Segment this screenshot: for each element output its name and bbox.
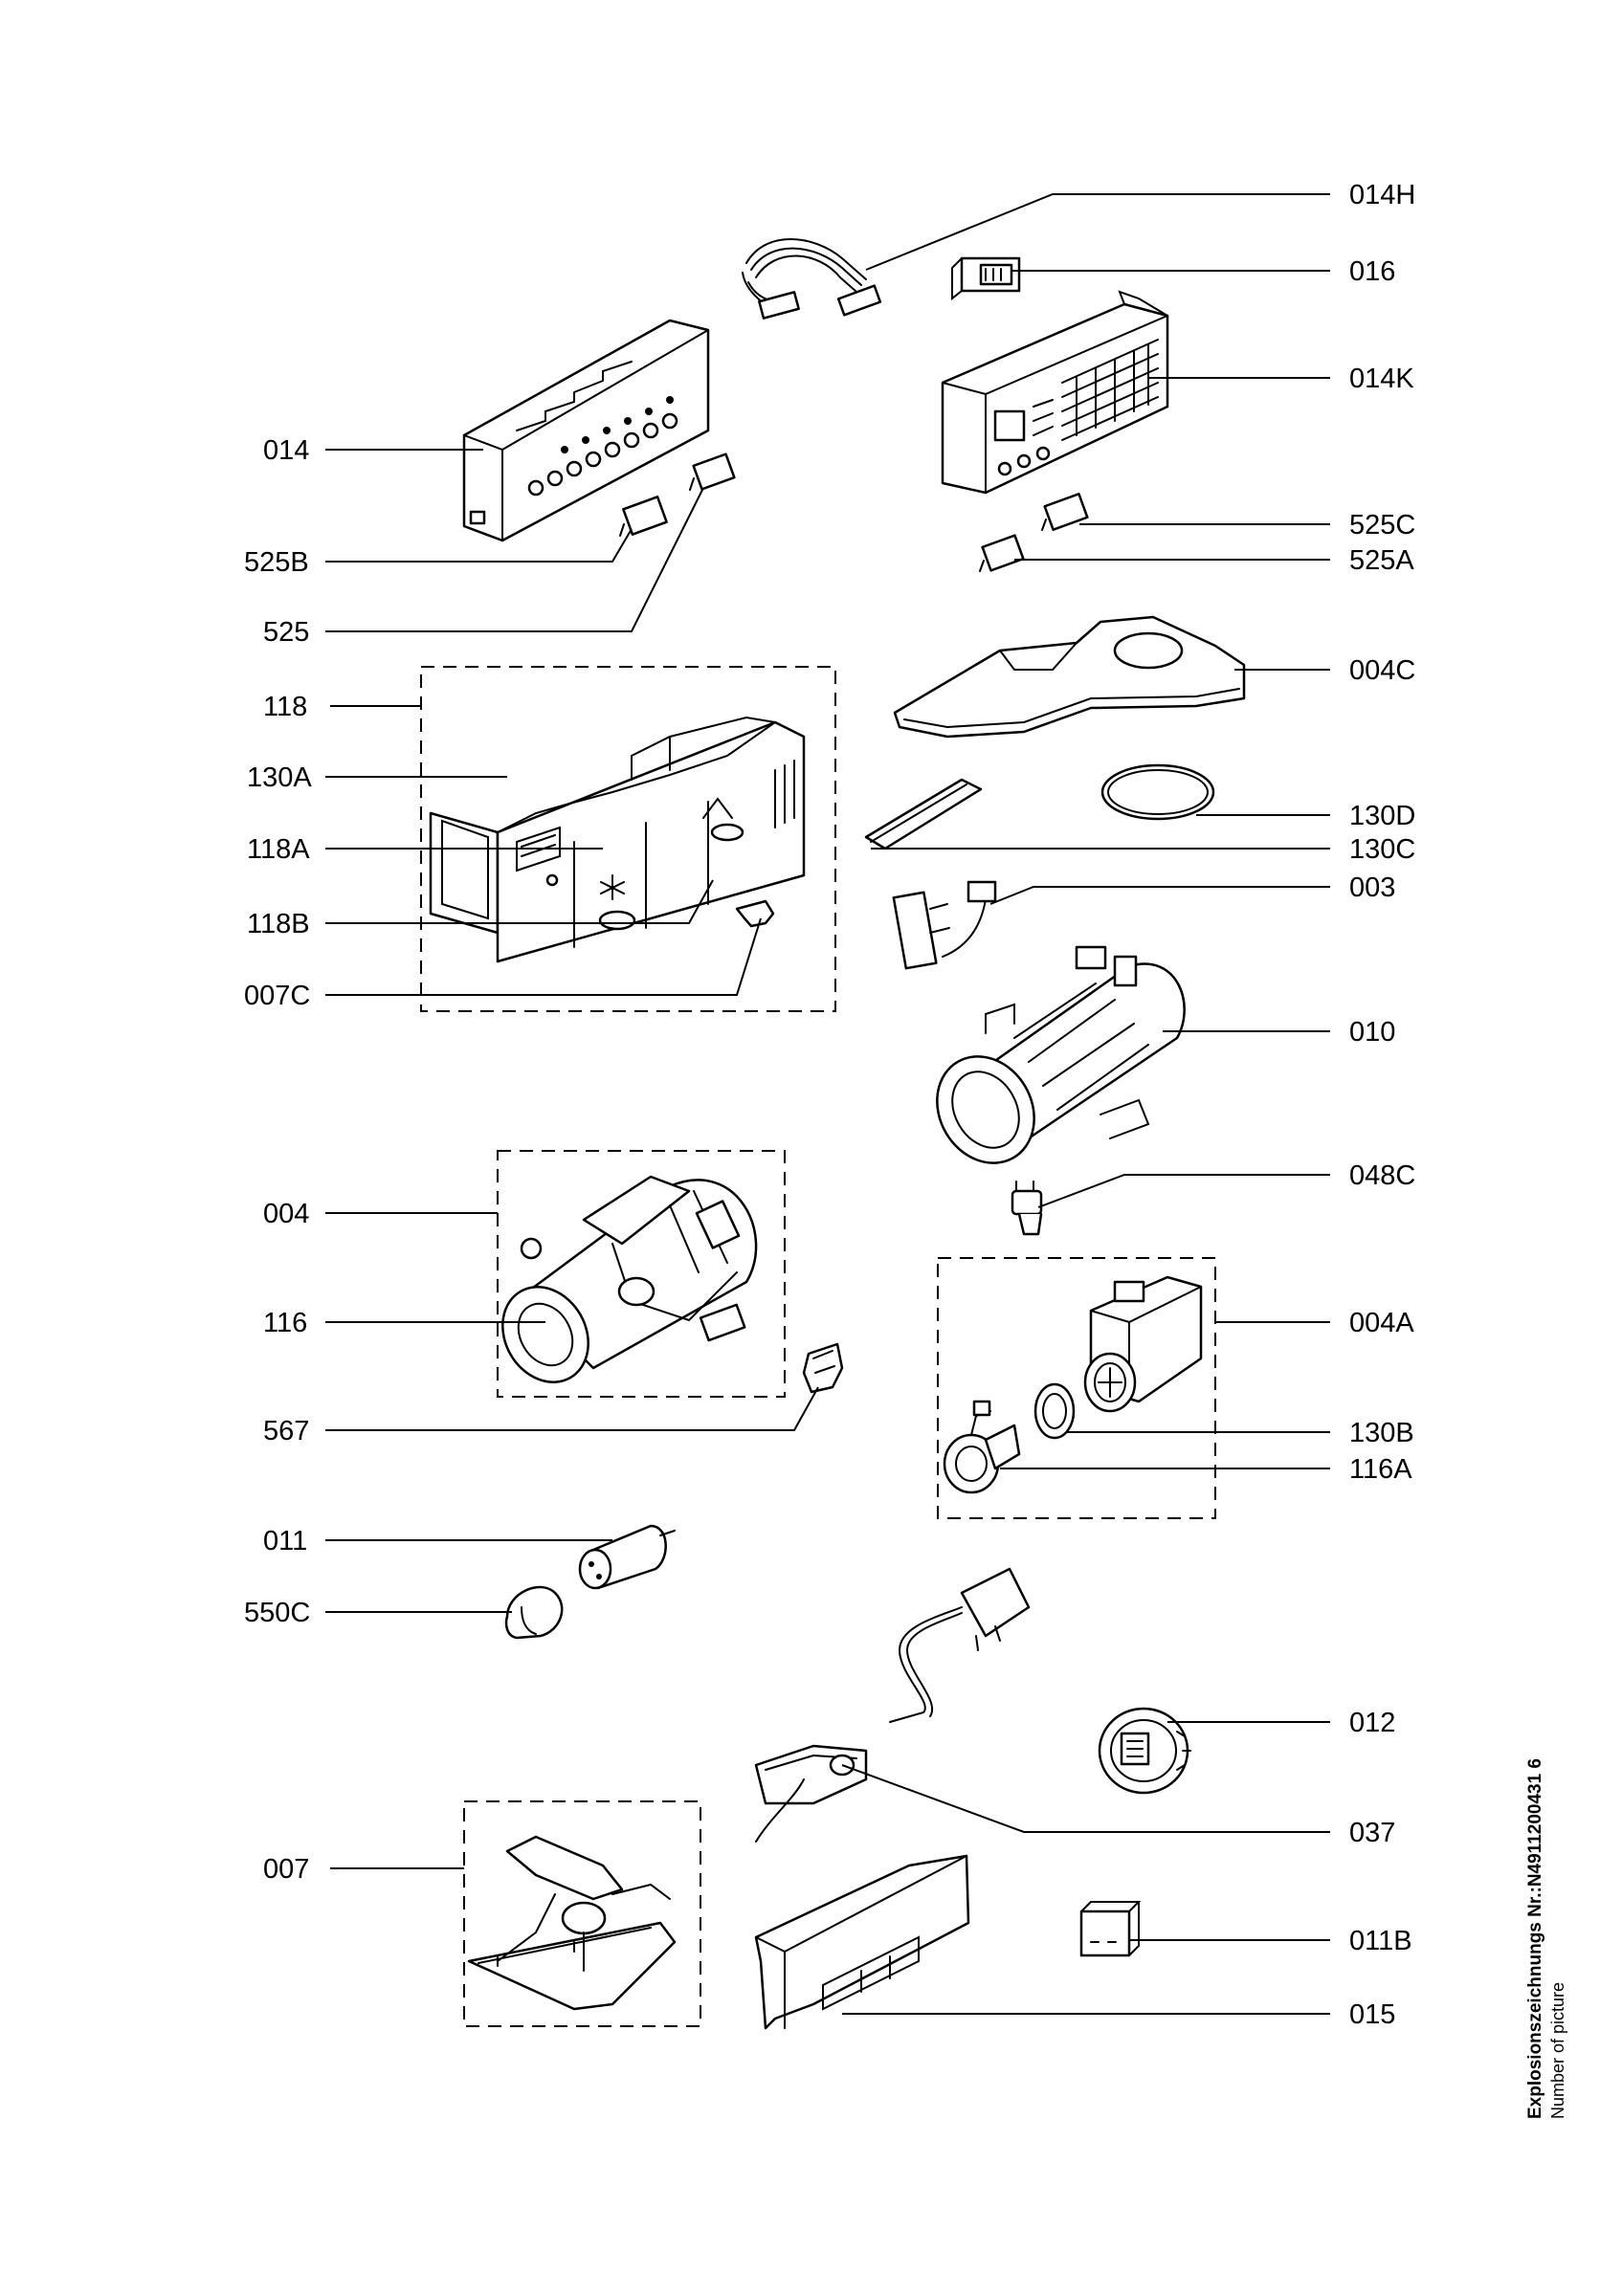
gasket-strip-130C [864, 778, 983, 850]
ring-130B [1033, 1382, 1076, 1440]
label-015: 015 [1349, 1999, 1395, 2030]
label-016: 016 [1349, 256, 1395, 287]
cap-550C [504, 1585, 564, 1640]
label-048C: 048C [1349, 1160, 1415, 1191]
label-525B: 525B [244, 547, 309, 578]
push-button-525C [1041, 493, 1089, 531]
label-004: 004 [263, 1199, 309, 1229]
leader-037 [841, 1764, 1330, 1833]
push-button-525A [979, 534, 1025, 572]
label-012: 012 [1349, 1708, 1395, 1738]
relay-011B [1079, 1901, 1142, 1957]
valve-116A [943, 1400, 1021, 1494]
group-box-004A [937, 1257, 1216, 1519]
cover-plate-004C [893, 615, 1246, 739]
ring-seal-130D [1100, 763, 1215, 821]
label-037: 037 [1349, 1818, 1395, 1848]
label-011: 011 [263, 1526, 307, 1556]
detergent-dispenser-118 [429, 716, 806, 963]
leader-118B [325, 879, 714, 924]
part-labels: 014H 016 014K 014 525C 525A 525B 525 004… [244, 180, 1415, 2030]
group-box-007 [463, 1800, 701, 2027]
label-130C: 130C [1349, 834, 1415, 865]
label-525: 525 [263, 617, 309, 648]
label-014H: 014H [1349, 180, 1415, 210]
clip-007C [735, 899, 775, 928]
timer-knob-012 [1098, 1707, 1191, 1795]
label-525C: 525C [1349, 510, 1415, 541]
electronic-module-014 [462, 319, 710, 542]
label-567: 567 [263, 1416, 309, 1446]
label-130D: 130D [1349, 801, 1415, 831]
base-trough-015 [754, 1854, 970, 2030]
picture-number-line1: Explosionszeichnungs Nr.:N4911200431 6 [1525, 1758, 1545, 2119]
power-cord-037 [754, 1567, 1031, 1843]
label-010: 010 [1349, 1017, 1395, 1048]
group-box-118 [420, 666, 836, 1012]
display-module-016 [951, 256, 1021, 301]
label-118B: 118B [247, 909, 310, 939]
label-014K: 014K [1349, 364, 1414, 394]
leader-lines [325, 193, 1330, 2015]
leader-567 [325, 1386, 819, 1431]
heater-010 [936, 945, 1186, 1164]
label-118: 118 [263, 692, 307, 722]
group-box-004 [497, 1150, 786, 1398]
drain-pump-004A [1083, 1275, 1203, 1413]
leader-007C [325, 917, 762, 996]
label-116: 116 [263, 1308, 307, 1338]
push-button-525 [689, 453, 736, 491]
sensor-003 [892, 880, 997, 970]
leader-525B [325, 528, 633, 563]
thermostat-048C [1011, 1181, 1043, 1236]
leader-525 [325, 487, 704, 632]
label-130B: 130B [1349, 1418, 1414, 1448]
push-button-525B [619, 496, 668, 537]
picture-number-line2: Number of picture [1548, 1982, 1567, 2119]
label-525A: 525A [1349, 545, 1414, 576]
spray-arm-007 [467, 1835, 677, 2011]
label-014: 014 [263, 435, 309, 466]
label-116A: 116A [1349, 1454, 1412, 1485]
label-130A: 130A [247, 762, 312, 793]
label-118A: 118A [247, 834, 310, 865]
label-003: 003 [1349, 872, 1395, 903]
wiring-harness-014H [742, 238, 882, 320]
label-007: 007 [263, 1854, 309, 1885]
label-007C: 007C [244, 981, 310, 1011]
control-module-014K [941, 290, 1169, 495]
label-004A: 004A [1349, 1308, 1414, 1338]
picture-number-caption: Explosionszeichnungs Nr.:N4911200431 6 N… [1525, 1758, 1567, 2119]
leader-014H [865, 193, 1330, 271]
label-550C: 550C [244, 1598, 310, 1628]
capacitor-011 [578, 1524, 676, 1590]
leader-048C [1037, 1174, 1330, 1208]
label-004C: 004C [1349, 655, 1415, 686]
clip-567 [802, 1342, 844, 1394]
label-011B: 011B [1349, 1926, 1412, 1956]
circulation-pump-004 [501, 1175, 758, 1383]
leader-003 [989, 886, 1330, 905]
